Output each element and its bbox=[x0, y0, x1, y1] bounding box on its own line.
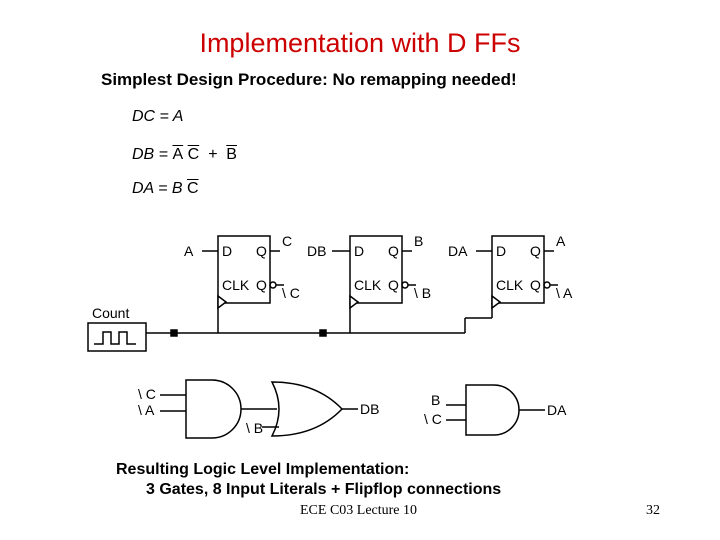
ff-c-clk-triangle bbox=[217, 294, 228, 310]
ff-a-d-label: D bbox=[496, 243, 506, 259]
slide-title: Implementation with D FFs bbox=[199, 28, 521, 58]
and-gate-1 bbox=[185, 379, 242, 439]
ff-a-bubble bbox=[543, 281, 551, 289]
equation-dc: DC = A bbox=[132, 108, 183, 126]
and1-in2-label: \ A bbox=[138, 402, 155, 418]
clock-junction-1 bbox=[170, 329, 178, 337]
ff-c-input-label: A bbox=[184, 243, 194, 259]
ff-a-input-label: DA bbox=[448, 243, 468, 259]
ff-b-qbar-output-label: \ B bbox=[414, 285, 431, 301]
page-number: 32 bbox=[646, 503, 660, 518]
or-out-label: DB bbox=[360, 401, 379, 417]
equation-dc-lhs: DC = bbox=[132, 108, 173, 125]
ff-a-clk-triangle bbox=[491, 294, 502, 310]
equation-dc-term: A bbox=[172, 108, 184, 125]
ff-b-d-label: D bbox=[354, 243, 364, 259]
ff-b-qbar-label: Q bbox=[388, 277, 399, 293]
and-gate-2 bbox=[465, 384, 520, 436]
ff-c-bubble bbox=[269, 281, 277, 289]
equation-db: DB = A C + B bbox=[132, 146, 237, 164]
ff-a-q-output-label: A bbox=[556, 233, 566, 249]
ff-c-clk-label: CLK bbox=[222, 277, 250, 293]
slide-subtitle: Simplest Design Procedure: No remapping … bbox=[101, 70, 517, 89]
or-gate bbox=[270, 381, 344, 437]
and1-in1-label: \ C bbox=[138, 386, 156, 402]
clock-label: Count bbox=[92, 305, 129, 321]
ff-a-qbar-output-label: \ A bbox=[556, 285, 573, 301]
clock-junction-2 bbox=[319, 329, 327, 337]
ff-a-box bbox=[491, 235, 545, 304]
result-line-1: Resulting Logic Level Implementation: bbox=[116, 461, 410, 478]
ff-c-q-output-label: C bbox=[282, 233, 292, 249]
equation-da-term-c: C bbox=[187, 180, 199, 197]
ff-b-bubble bbox=[401, 281, 409, 289]
ff-c-qbar-label: Q bbox=[256, 277, 267, 293]
ff-b-input-label: DB bbox=[307, 243, 326, 259]
ff-b-clk-label: CLK bbox=[354, 277, 382, 293]
ff-c-d-label: D bbox=[222, 243, 232, 259]
ff-a-qbar-label: Q bbox=[530, 277, 541, 293]
ff-c-box bbox=[217, 235, 271, 304]
footer-lecture: ECE C03 Lecture 10 bbox=[300, 503, 418, 518]
and2-in1-label: B bbox=[431, 392, 440, 408]
equation-da-lhs: DA = bbox=[132, 180, 172, 197]
ff-c-q-label: Q bbox=[256, 243, 267, 259]
equation-db-term-b: B bbox=[226, 146, 237, 163]
clock-source-box bbox=[87, 322, 147, 352]
result-line-2: 3 Gates, 8 Input Literals + Flipflop con… bbox=[146, 481, 502, 498]
ff-b-q-label: Q bbox=[388, 243, 399, 259]
and2-in2-label: \ C bbox=[424, 411, 442, 427]
ff-b-box bbox=[349, 235, 403, 304]
ff-b-q-output-label: B bbox=[414, 233, 423, 249]
equation-da: DA = B C bbox=[132, 180, 199, 198]
ff-c-qbar-output-label: \ C bbox=[282, 285, 300, 301]
equation-db-op: + bbox=[199, 146, 227, 163]
clock-waveform bbox=[94, 331, 136, 345]
equation-db-term-a: A bbox=[172, 146, 184, 163]
equation-db-term-c: C bbox=[187, 146, 200, 163]
ff-b-clk-triangle bbox=[349, 294, 360, 310]
and2-out-label: DA bbox=[547, 402, 567, 418]
equation-db-lhs: DB = bbox=[132, 146, 173, 163]
ff-a-q-label: Q bbox=[530, 243, 541, 259]
equation-da-term-b: B bbox=[171, 180, 183, 197]
ff-a-clk-label: CLK bbox=[496, 277, 524, 293]
or-in-bottom-label: \ B bbox=[246, 420, 263, 436]
